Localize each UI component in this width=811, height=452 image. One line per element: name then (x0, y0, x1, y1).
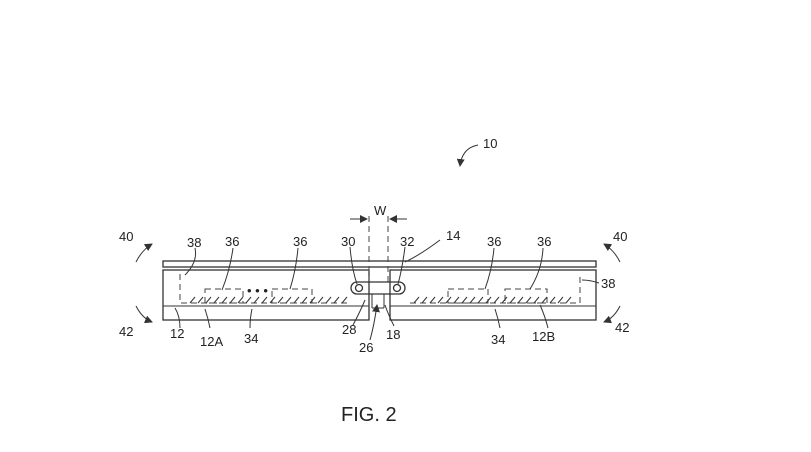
hatch-mark (237, 296, 244, 304)
hatch-mark (269, 296, 276, 304)
hatch-mark (477, 296, 484, 304)
hatch-mark (253, 296, 260, 304)
rotation-arrow-upper-left (135, 243, 153, 263)
figure-label: FIG. 2 (341, 404, 397, 426)
ellipsis: • • • (247, 283, 268, 298)
ref-rotation-upper-right: 40 (613, 229, 627, 244)
hatch-mark (413, 296, 420, 304)
ref-right-portion: 12B (532, 329, 555, 344)
component-box (504, 288, 548, 304)
hatch-mark (189, 296, 196, 304)
hatch-mark (421, 296, 428, 304)
hatch-mark (469, 296, 476, 304)
hatch-mark (437, 296, 444, 304)
ref-component-4: 36 (537, 234, 551, 249)
ref-cover: 14 (446, 228, 460, 243)
ref-housing: 12 (170, 326, 184, 341)
hatch-mark (453, 296, 460, 304)
hatch-mark (557, 296, 564, 304)
hatch-mark (293, 296, 300, 304)
hatch-mark (461, 296, 468, 304)
hatch-mark (509, 296, 516, 304)
ref-component-2: 36 (293, 234, 307, 249)
inner-wall-right (410, 274, 581, 304)
hatch-mark (213, 296, 220, 304)
hatch-mark (221, 296, 228, 304)
ref-rotation-upper-left: 40 (119, 229, 133, 244)
ref-hinge-left: 30 (341, 234, 355, 249)
ref-hinge-center: 26 (359, 340, 373, 355)
ref-component-3: 36 (487, 234, 501, 249)
leader-lines (174, 239, 600, 329)
hatch-mark (325, 296, 332, 304)
rotation-arrow-upper-right (603, 243, 621, 263)
ref-circuit-board-right: 34 (491, 332, 505, 347)
hatch-mark (341, 296, 348, 304)
hatch-mark (565, 296, 572, 304)
component-box (447, 288, 489, 304)
hatch-mark (517, 296, 524, 304)
ref-gap-width: W (374, 203, 387, 218)
ref-circuit-board-left: 34 (244, 331, 258, 346)
ref-rotation-lower-right: 42 (615, 320, 629, 335)
housing-left (162, 269, 370, 321)
component-box (204, 288, 244, 304)
hatch-mark (285, 296, 292, 304)
circuit-board-hatch-right (413, 296, 572, 304)
hatch-mark (533, 296, 540, 304)
rotation-arrow-lower-right (603, 305, 621, 324)
circuit-board-hatch-left (189, 296, 348, 304)
device-arrow (456, 144, 479, 167)
ref-component-1: 36 (225, 234, 239, 249)
hinge-arrow (369, 304, 380, 341)
hatch-mark (229, 296, 236, 304)
hatch-mark (541, 296, 548, 304)
hatch-mark (485, 296, 492, 304)
housing-right (389, 269, 597, 321)
hatch-mark (317, 296, 324, 304)
hatch-mark (445, 296, 452, 304)
hatch-mark (261, 296, 268, 304)
ref-device: 10 (483, 136, 497, 151)
ref-wall-right: 38 (601, 276, 615, 291)
hatch-mark (309, 296, 316, 304)
ref-rotation-lower-left: 42 (119, 324, 133, 339)
hatch-mark (277, 296, 284, 304)
hatch-mark (493, 296, 500, 304)
hatch-mark (301, 296, 308, 304)
component-box (271, 288, 313, 304)
hatch-mark (333, 296, 340, 304)
ref-wall-left: 38 (187, 235, 201, 250)
hatch-mark (245, 296, 252, 304)
hinge-assembly (350, 216, 406, 309)
hatch-mark (501, 296, 508, 304)
ref-hinge-right: 32 (400, 234, 414, 249)
ref-left-portion: 12A (200, 334, 223, 349)
cover-plate (162, 260, 597, 268)
ref-hinge-base: 28 (342, 322, 356, 337)
rotation-arrow-lower-left (135, 305, 153, 324)
hatch-mark (525, 296, 532, 304)
hatch-mark (429, 296, 436, 304)
ref-hinge-bottom: 18 (386, 327, 400, 342)
hatch-mark (205, 296, 212, 304)
hatch-mark (549, 296, 556, 304)
hatch-mark (197, 296, 204, 304)
